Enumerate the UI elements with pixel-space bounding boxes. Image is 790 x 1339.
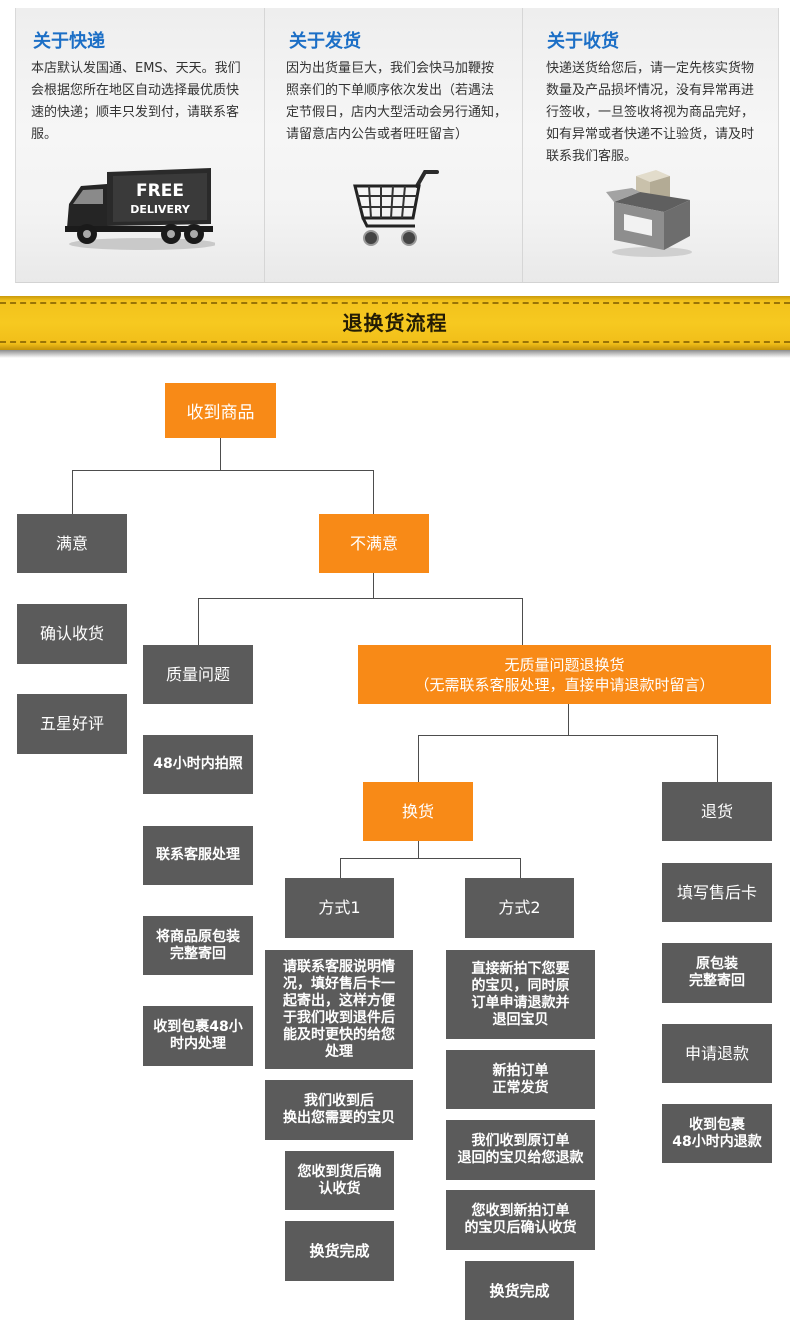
cart-grid — [357, 185, 417, 219]
node-five-star-review: 五星好评 — [17, 694, 127, 754]
connector-line — [418, 841, 419, 858]
panel-text: 本店默认发国通、EMS、天天。我们 会根据您所在地区自动选择最优质快 速的快递；… — [31, 61, 241, 142]
node-return-step: 收到包裹 48小时内退款 — [662, 1104, 772, 1163]
connector-line — [220, 438, 221, 470]
panel-receiving: 关于收货 快递送货给您后，请一定先核实货物 数量及产品损坏情况，没有异常再进 行… — [522, 8, 779, 282]
panel-title: 关于发货 — [289, 31, 361, 52]
node-return-step: 申请退款 — [662, 1024, 772, 1083]
cart-frame — [361, 217, 415, 228]
connector-line — [520, 858, 521, 878]
node-return-step: 填写售后卡 — [662, 863, 772, 922]
truck-shadow — [69, 238, 215, 250]
connector-line — [72, 470, 73, 514]
truck-cargo-panel — [113, 173, 207, 222]
truck-chassis — [65, 226, 213, 232]
node-return: 退货 — [662, 782, 772, 841]
node-method2-step: 新拍订单 正常发货 — [446, 1050, 595, 1109]
truck-hub — [83, 230, 91, 238]
connector-line — [198, 598, 523, 599]
cart-wheel — [401, 230, 417, 246]
cart-basket — [353, 184, 421, 220]
panel-text: 因为出货量巨大，我们会快马加鞭按 照亲们的下单顺序依次发出（若遇法 定节假日，店… — [286, 61, 508, 142]
node-unsatisfied: 不满意 — [319, 514, 429, 573]
truck-icon: FREE DELIVERY — [65, 168, 215, 250]
banner-stitch — [0, 341, 790, 343]
panel-dispatch: 关于发货 因为出货量巨大，我们会快马加鞭按 照亲们的下单顺序依次发出（若遇法 定… — [264, 8, 523, 282]
node-method-1: 方式1 — [285, 878, 394, 938]
panel-title: 关于快递 — [33, 31, 105, 52]
box-side — [664, 200, 690, 250]
node-quality-step: 将商品原包装 完整寄回 — [143, 916, 253, 975]
node-satisfied: 满意 — [17, 514, 127, 573]
banner-shadow — [0, 350, 790, 358]
node-confirm-receipt: 确认收货 — [17, 604, 127, 664]
node-method2-step: 我们收到原订单 退回的宝贝给您退款 — [446, 1120, 595, 1180]
node-method2-step: 您收到新拍订单 的宝贝后确认收货 — [446, 1190, 595, 1250]
truck-delivery-text: DELIVERY — [130, 203, 191, 216]
panel-text: 快递送货给您后，请一定先核实货物 数量及产品损坏情况，没有异常再进 行签收，一旦… — [546, 61, 755, 164]
node-method1-step: 换货完成 — [285, 1221, 394, 1281]
node-method2-step: 直接新拍下您要 的宝贝，同时原 订单申请退款并 退回宝贝 — [446, 950, 595, 1039]
package-box-icon — [606, 170, 692, 257]
connector-line — [568, 704, 569, 735]
connector-line — [198, 598, 199, 645]
node-method1-step: 我们收到后 换出您需要的宝贝 — [265, 1080, 413, 1140]
node-method2-step: 换货完成 — [465, 1261, 574, 1320]
box-opening — [614, 192, 690, 212]
inner-package-top — [636, 170, 670, 182]
truck-hub — [190, 230, 198, 238]
banner-title: 退换货流程 — [342, 311, 448, 335]
node-quality-issue: 质量问题 — [143, 645, 253, 704]
truck-free-text: FREE — [136, 181, 184, 201]
node-no-quality-issue: 无质量问题退换货 （无需联系客服处理，直接申请退款时留言） — [358, 645, 771, 704]
node-quality-step: 联系客服处理 — [143, 826, 253, 885]
connector-line — [418, 735, 419, 782]
connector-line — [522, 598, 523, 645]
connector-line — [340, 858, 521, 859]
cart-handle — [415, 170, 439, 188]
node-exchange: 换货 — [363, 782, 473, 841]
box-shadow — [612, 247, 692, 257]
connector-line — [340, 858, 341, 878]
box-flap — [606, 188, 640, 202]
node-quality-step: 48小时内拍照 — [143, 735, 253, 794]
connector-line — [373, 573, 374, 598]
banner-stitch — [0, 302, 790, 304]
node-return-step: 原包装 完整寄回 — [662, 943, 772, 1003]
node-quality-step: 收到包裹48小 时内处理 — [143, 1006, 253, 1066]
node-received: 收到商品 — [165, 383, 276, 438]
section-banner: 退换货流程 — [0, 296, 790, 350]
connector-line — [418, 735, 718, 736]
node-method1-step: 请联系客服说明情 况，填好售后卡一 起寄出，这样方便 于我们收到退件后 能及时更… — [265, 950, 413, 1069]
truck-hub — [167, 230, 175, 238]
connector-line — [72, 470, 374, 471]
shopping-cart-icon — [353, 170, 439, 246]
info-panels: 关于快递 本店默认发国通、EMS、天天。我们 会根据您所在地区自动选择最优质快 … — [15, 8, 779, 283]
node-method-2: 方式2 — [465, 878, 574, 938]
box-label — [624, 214, 652, 236]
node-method1-step: 您收到货后确 认收货 — [285, 1151, 394, 1210]
connector-line — [373, 470, 374, 514]
panel-title: 关于收货 — [547, 31, 619, 52]
cart-wheel — [363, 230, 379, 246]
truck-window — [73, 189, 103, 204]
panel-shipping: 关于快递 本店默认发国通、EMS、天天。我们 会根据您所在地区自动选择最优质快 … — [16, 8, 264, 282]
connector-line — [717, 735, 718, 782]
